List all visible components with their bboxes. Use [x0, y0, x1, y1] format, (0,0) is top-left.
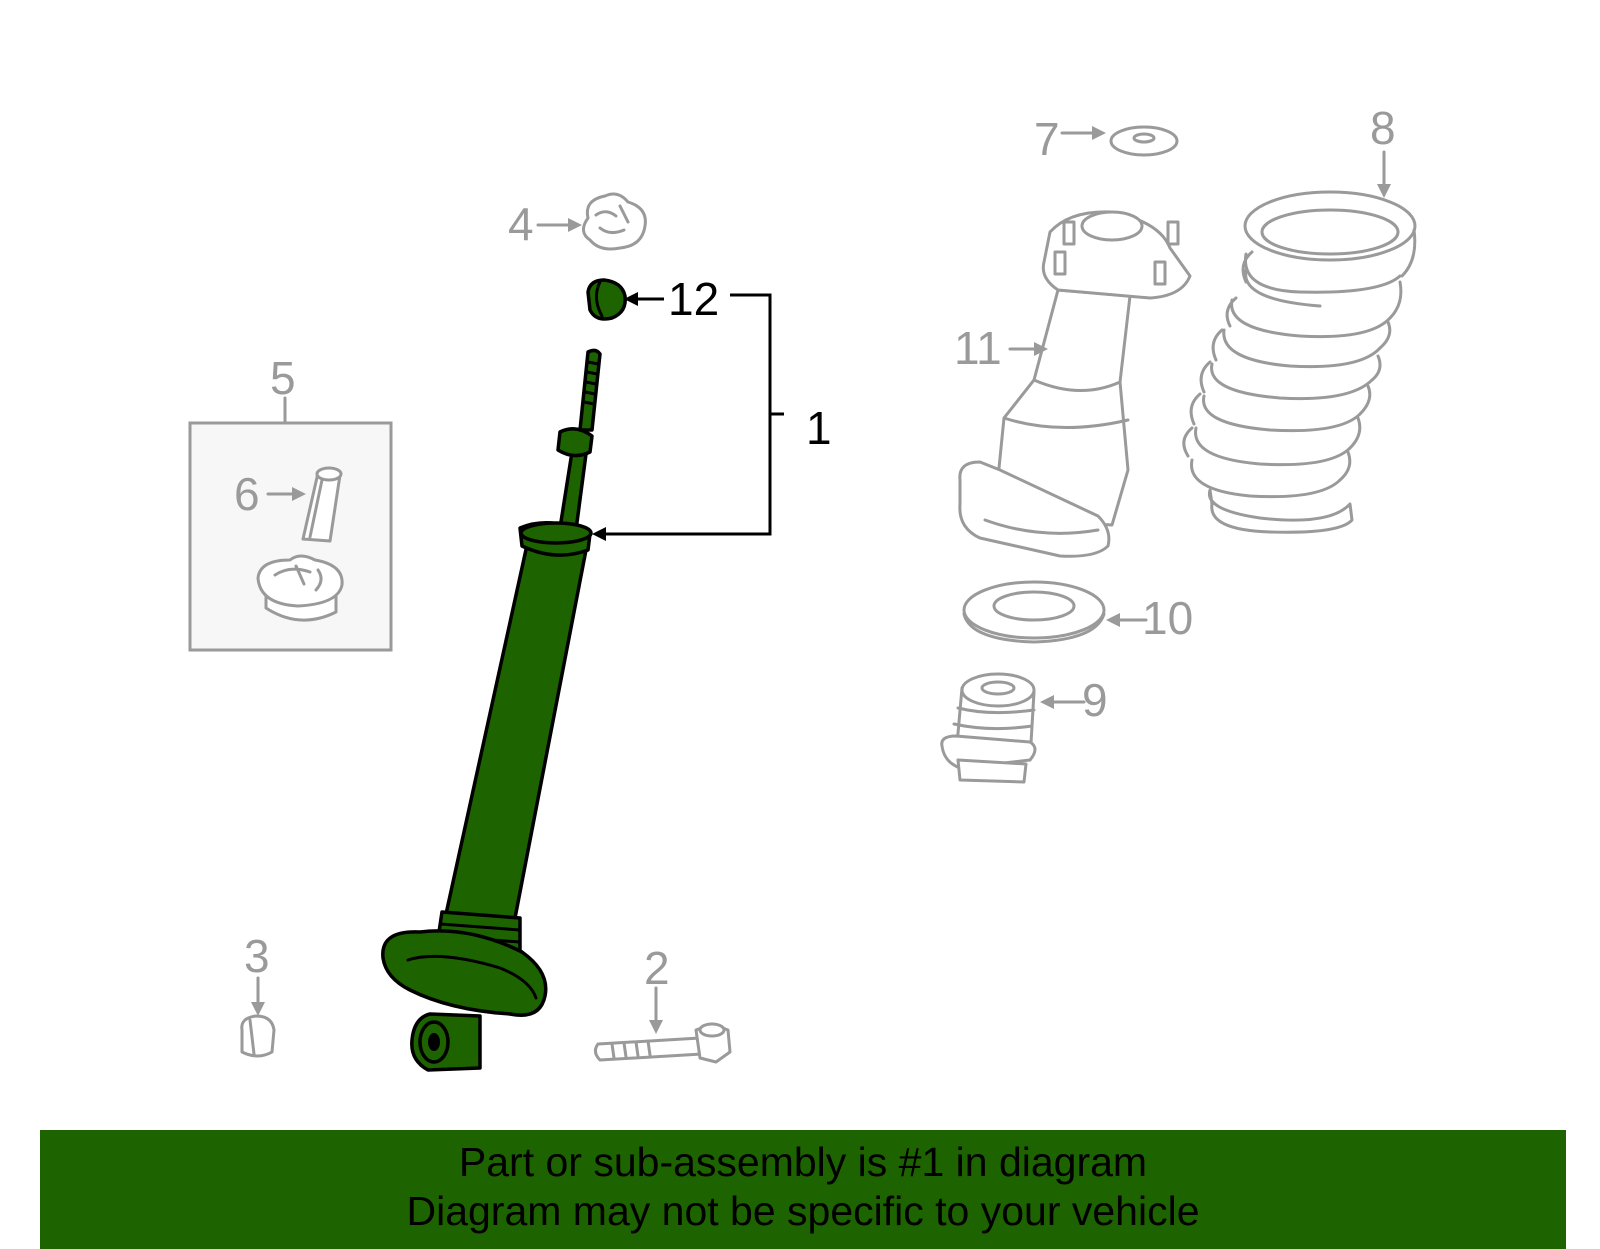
callout-9: 9: [1082, 674, 1108, 726]
part-7-washer[interactable]: [1109, 125, 1179, 157]
callout-8: 8: [1370, 102, 1396, 154]
callout-2: 2: [644, 942, 670, 994]
callout-7: 7: [1034, 113, 1060, 165]
disclaimer-banner: Part or sub-assembly is #1 in diagram Di…: [40, 1130, 1566, 1249]
part-4-bushing[interactable]: [582, 192, 647, 251]
part-8-coil-spring[interactable]: [1182, 190, 1417, 534]
part-10-spring-seat[interactable]: [962, 580, 1106, 644]
part-11-mount-boot[interactable]: [958, 210, 1192, 558]
part-1-bracket: [592, 293, 784, 541]
callout-12: 12: [668, 273, 719, 325]
part-9-bump-stop[interactable]: [940, 672, 1037, 784]
callout-4: 4: [508, 198, 534, 250]
banner-line-2: Diagram may not be specific to your vehi…: [406, 1188, 1200, 1234]
part-1-shock-absorber[interactable]: [381, 348, 602, 1072]
callout-10: 10: [1142, 592, 1193, 644]
banner-line-1: Part or sub-assembly is #1 in diagram: [458, 1139, 1148, 1185]
callout-11: 11: [954, 322, 1002, 374]
part-12-nut[interactable]: [586, 278, 627, 321]
part-2-bolt[interactable]: [593, 1022, 732, 1064]
part-5-mount-bushing[interactable]: [256, 554, 344, 622]
part-6-sleeve[interactable]: [301, 466, 343, 543]
callout-6: 6: [234, 468, 260, 520]
part-3-nut[interactable]: [240, 1014, 276, 1058]
callout-1: 1: [806, 402, 832, 454]
callout-3: 3: [244, 930, 270, 982]
callout-5: 5: [270, 352, 296, 404]
